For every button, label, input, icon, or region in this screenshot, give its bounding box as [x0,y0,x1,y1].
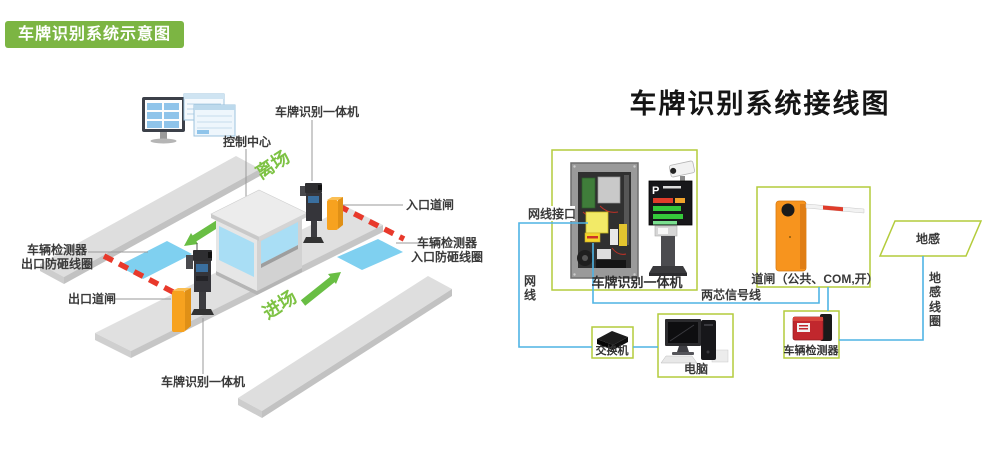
exit-loop-coil [118,241,192,279]
ground-sensor-shape [878,220,983,257]
exit-barrier-post [172,288,191,332]
right-diagram-title: 车牌识别系统接线图 [629,89,891,119]
entry-gate-label: 入口道闸 [406,197,454,212]
lpr-box-label: 车牌识别一体机 [591,275,682,290]
net-port-label: 网线接口 [528,206,576,221]
computer-illustration [660,319,729,364]
entry-barrier-post [327,197,343,230]
guard-booth [210,189,308,295]
camera-icon [668,160,696,178]
control-cabinet-illustration [570,162,639,279]
lpr-bottom-label: 车牌识别一体机 [161,374,245,389]
entry-lpr-camera-pole [300,183,324,243]
net-cable-vertical-label: 网线 [523,274,536,303]
left-title-badge: 车牌识别系统示意图 [5,21,185,49]
entry-loop-coil [337,239,403,270]
barrier-gate-illustration [775,200,865,272]
entry-direction-arrow [300,272,341,306]
gate-box-label: 道闸（公共、COM,开） [751,271,878,286]
right-wiring-diagram: P [518,149,983,378]
control-center-monitor [142,93,236,144]
signal-cable-label: 两芯信号线 [701,287,761,302]
network-cable-wire [518,222,592,348]
road-bottom-right [238,276,452,411]
ground-coil-wire [839,256,924,341]
detector-label: 车辆检测器 [784,343,840,357]
entry-detector-label-1: 车辆检测器 [417,235,478,250]
exit-lpr-camera-pole [186,243,214,315]
network-switch-illustration [597,331,628,350]
exit-detector-label-1: 车辆检测器 [27,242,88,257]
control-center-label: 控制中心 [223,134,271,149]
computer-label: 电脑 [684,361,708,376]
enter-direction-text: 进场 [259,287,300,323]
display-p-logo: P [652,185,659,197]
leave-direction-text: 离场 [252,146,294,183]
exit-detector-label-2: 出口防砸线圈 [21,256,93,271]
entry-barrier-arm [337,203,406,242]
exit-barrier-arm [102,253,177,296]
lpr-display-pole-illustration: P [648,160,696,276]
callout-lines [88,120,419,374]
ground-sensor-label: 地感 [916,231,940,246]
switch-label: 交换机 [596,343,629,357]
wires [518,222,924,348]
software-window-2 [193,104,236,137]
left-schematic: 控制中心 车牌识别一体机 入口道闸 车辆检测器 入口防砸线圈 车辆检测器 出口防… [21,93,483,418]
signal-cable-wire [592,243,820,304]
exit-gate-label: 出口道闸 [68,291,116,306]
ground-coil-vertical-label: 地感线圈 [928,271,941,329]
vehicle-detector-illustration [792,314,832,341]
lpr-top-label: 车牌识别一体机 [275,104,359,119]
road-top-left [40,156,260,277]
entry-detector-label-2: 入口防砸线圈 [411,249,483,264]
